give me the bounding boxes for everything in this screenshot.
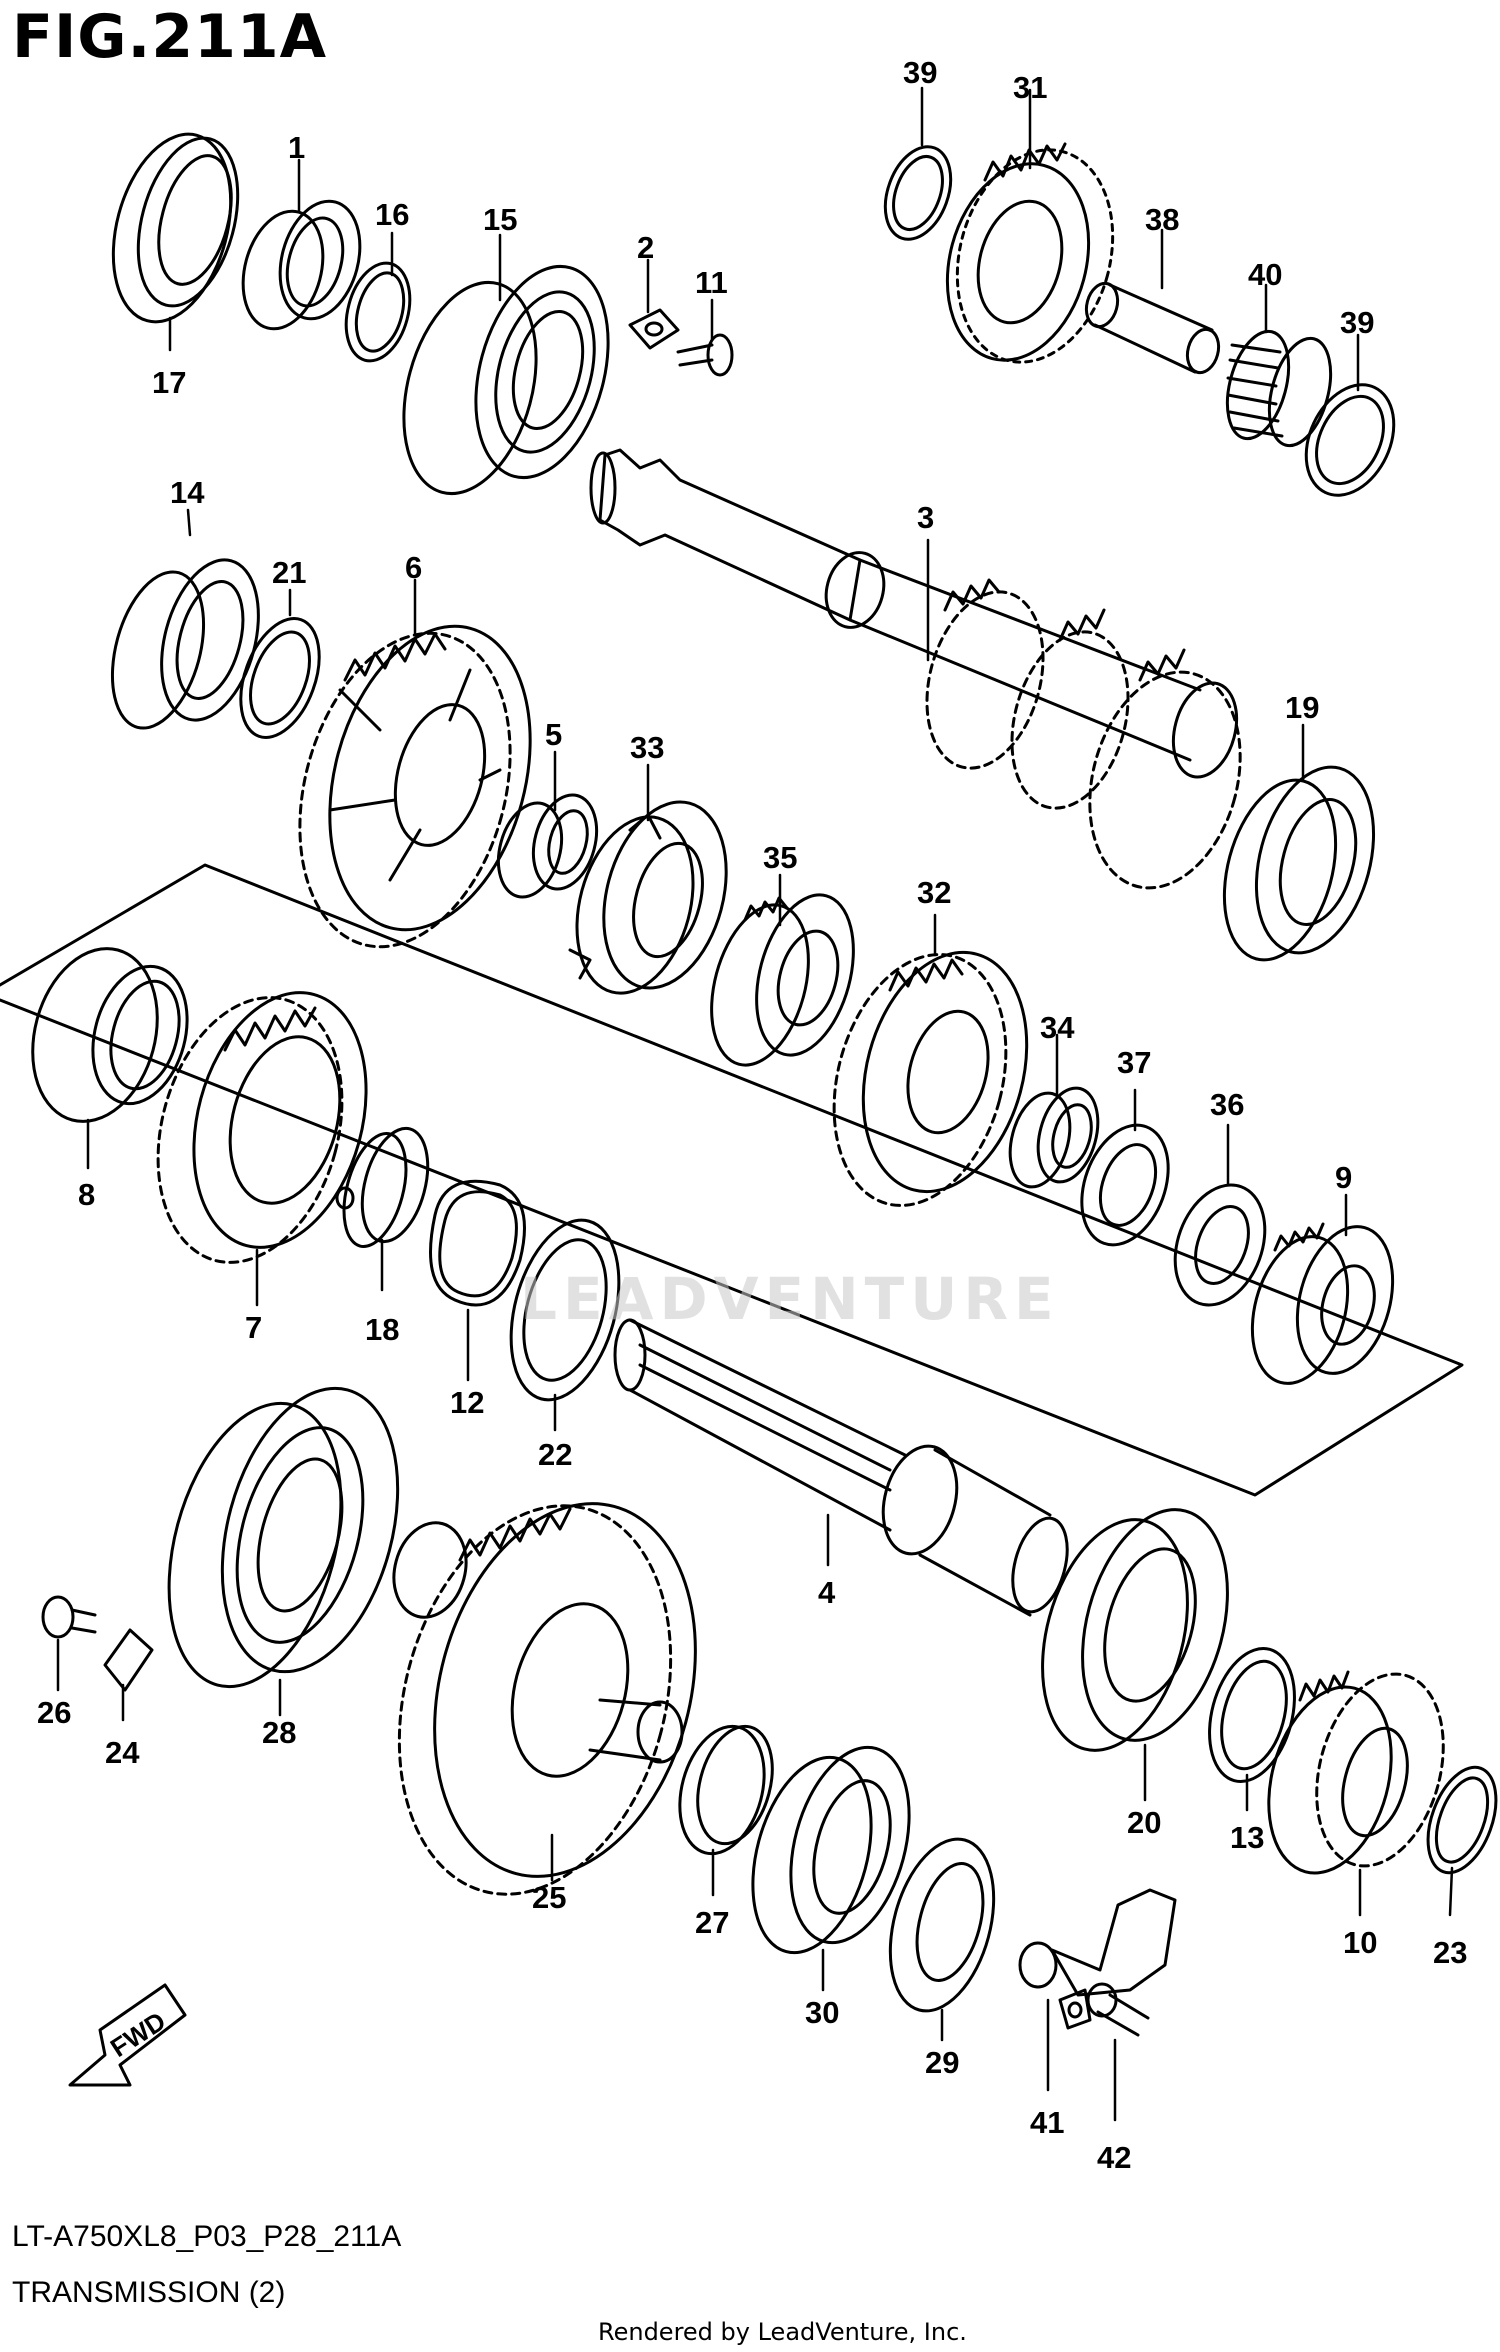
part-14-bearing [110,558,260,730]
label-part-34: 34 [1040,1010,1075,1045]
part-19-bearing [1222,765,1376,962]
part-9-gear [1250,1222,1395,1385]
part-42-bolt [1086,1982,1150,2037]
label-part-3: 3 [917,500,934,535]
subassembly-frame [0,863,1464,1497]
label-part-9: 9 [1335,1160,1352,1195]
part-10-gear [1267,1670,1445,1875]
label-part-14: 14 [170,475,205,510]
part-4-driveshaft [613,1318,1069,1617]
label-part-32: 32 [917,875,951,910]
label-part-40: 40 [1248,257,1282,292]
part-27-washer [678,1724,774,1856]
label-part-4: 4 [818,1575,836,1610]
part-31-gear [945,142,1115,364]
section-name: TRANSMISSION (2) [12,2276,286,2309]
part-8-hub [31,947,189,1123]
label-part-26: 26 [37,1695,71,1730]
part-39-washer-upper [883,145,953,241]
part-1-bearing [241,199,362,331]
part-23-circlip [1426,1765,1498,1875]
part-17-oil-seal [111,132,240,324]
part-22-washer [509,1218,621,1402]
part-24-lock-plate [103,1628,154,1692]
part-28-bearing [167,1386,400,1689]
part-29-oil-seal [888,1837,996,2013]
label-part-8: 8 [78,1177,95,1212]
part-11-screw [676,333,734,377]
label-part-39-upper: 39 [903,55,937,90]
label-part-19: 19 [1285,690,1319,725]
part-32-gear [832,950,1029,1207]
part-7-gear [156,991,368,1264]
label-part-39-lower: 39 [1340,305,1374,340]
model-code: LT-A750XL8_P03_P28_211A [12,2220,402,2253]
label-part-24: 24 [105,1735,140,1770]
part-18-bushing [335,1126,430,1248]
part-12-seal-ring [429,1179,526,1307]
label-part-11: 11 [695,265,728,300]
label-part-30: 30 [805,1995,839,2030]
label-part-37: 37 [1117,1045,1151,1080]
label-part-25: 25 [532,1880,566,1915]
label-part-33: 33 [630,730,664,765]
part-21-washer [239,617,321,739]
part-39-washer-lower [1304,383,1396,497]
watermark: LEADVENTURE [520,1265,1060,1333]
part-16-washer [344,261,412,363]
part-26-bolt [41,1595,97,1639]
label-part-5: 5 [545,717,562,752]
label-part-21: 21 [272,555,306,590]
fwd-direction-arrow [68,1983,187,2087]
label-part-7: 7 [245,1310,262,1345]
figure-title: FIG.211A [12,2,328,72]
part-15-bearing [402,264,610,496]
label-part-27: 27 [695,1905,729,1940]
label-part-10: 10 [1343,1925,1377,1960]
part-37-lock-washer [1080,1123,1170,1247]
fwd-label: FWD [105,2006,171,2063]
label-part-23: 23 [1433,1935,1467,1970]
label-part-15: 15 [483,202,517,237]
label-part-16: 16 [375,197,409,232]
label-part-20: 20 [1127,1805,1161,1840]
label-part-41: 41 [1030,2105,1064,2140]
label-part-6: 6 [405,550,422,585]
render-credit: Rendered by LeadVenture, Inc. [598,2318,967,2346]
label-part-35: 35 [763,840,797,875]
label-part-12: 12 [450,1385,484,1420]
part-25-output-gear [392,1502,697,1896]
label-part-13: 13 [1230,1820,1264,1855]
part-34-bushing [1008,1086,1100,1189]
label-part-31: 31 [1013,70,1047,105]
part-3-countershaft [589,448,1242,890]
label-part-1: 1 [288,130,305,165]
label-part-38: 38 [1145,202,1179,237]
part-40-needle-bearing [1225,329,1333,448]
part-30-bearing [751,1745,911,1955]
label-part-2: 2 [637,230,654,265]
leader-lines [56,86,1454,2122]
part-5-bushing [496,793,599,899]
part-36-washer [1173,1183,1267,1307]
part-2-lock-washer [628,308,680,350]
label-part-29: 29 [925,2045,959,2080]
part-20-bearing [1041,1508,1229,1752]
part-13-washer [1208,1647,1296,1783]
part-6-gear [298,624,532,949]
label-part-17: 17 [152,365,186,400]
label-part-42: 42 [1097,2140,1131,2175]
label-part-28: 28 [262,1715,296,1750]
label-part-36: 36 [1210,1087,1244,1122]
label-part-18: 18 [365,1312,399,1347]
label-part-22: 22 [538,1437,572,1472]
part-38-sleeve [1084,281,1221,375]
part-41-speed-sensor [1018,1888,1177,2030]
